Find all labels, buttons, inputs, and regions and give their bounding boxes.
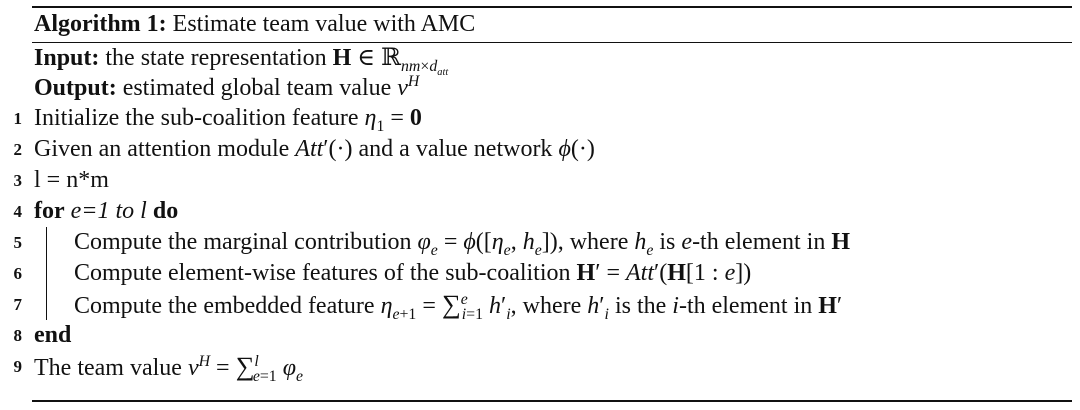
line-text: l = n*m [34, 167, 109, 193]
algorithm-title: Estimate team value with AMC [172, 11, 476, 37]
loop-bar [46, 227, 47, 320]
line-text: Initialize the sub-coalition feature η1 … [34, 105, 422, 135]
line-text: The team value vH = ∑le=1 φe [34, 351, 303, 385]
io-section: Input: the state representation H ∈ ℝnm×… [32, 43, 1072, 103]
output-row: Output: estimated global team value vH [34, 73, 1072, 103]
algorithm-line: 6 Compute element-wise features of the s… [14, 258, 1072, 289]
algorithm-line: 3 l = n*m [14, 165, 1072, 196]
algorithm-block: Algorithm 1: Estimate team value with AM… [14, 6, 1072, 385]
line-number: 1 [13, 109, 23, 128]
algorithm-label: Algorithm 1: [34, 11, 167, 37]
line-text: for e=1 to l do [34, 198, 179, 224]
algorithm-line: 1 Initialize the sub-coalition feature η… [14, 103, 1072, 135]
output-text: estimated global team value vH [122, 73, 420, 101]
line-number: 7 [13, 295, 23, 314]
line-text: Compute the marginal contribution φe = ϕ… [74, 229, 851, 259]
bottom-rule [32, 400, 1072, 402]
output-label: Output: [34, 75, 117, 101]
line-number: 6 [13, 264, 23, 283]
input-row: Input: the state representation H ∈ ℝnm×… [34, 43, 1072, 78]
line-number: 2 [13, 140, 23, 159]
line-number: 9 [13, 357, 23, 376]
algorithm-caption: Algorithm 1: Estimate team value with AM… [32, 8, 1072, 40]
input-text: the state representation H ∈ ℝnm×datt [105, 45, 449, 78]
input-label: Input: [34, 45, 100, 71]
algorithm-line: 8 end [14, 320, 1072, 351]
algorithm-line: 2 Given an attention module Att′(·) and … [14, 134, 1072, 165]
caption-rule [32, 42, 1072, 43]
algorithm-line: 5 Compute the marginal contribution φe =… [14, 227, 1072, 259]
line-text: Compute the embedded feature ηe+1 = ∑ei=… [74, 289, 843, 323]
line-text: Given an attention module Att′(·) and a … [34, 136, 595, 162]
algorithm-line: 7 Compute the embedded feature ηe+1 = ∑e… [14, 289, 1072, 323]
line-number: 5 [13, 233, 23, 252]
line-number: 3 [13, 171, 23, 190]
top-rule [32, 6, 1072, 8]
algorithm-line: 9 The team value vH = ∑le=1 φe [14, 351, 1072, 385]
line-number: 4 [13, 202, 23, 221]
line-text: Compute element-wise features of the sub… [74, 260, 752, 286]
loop-body: 5 Compute the marginal contribution φe =… [14, 227, 1072, 323]
line-number: 8 [13, 326, 23, 345]
line-text: end [34, 322, 72, 348]
algorithm-line: 4 for e=1 to l do [14, 196, 1072, 227]
algorithm-lines: 1 Initialize the sub-coalition feature η… [14, 103, 1072, 385]
